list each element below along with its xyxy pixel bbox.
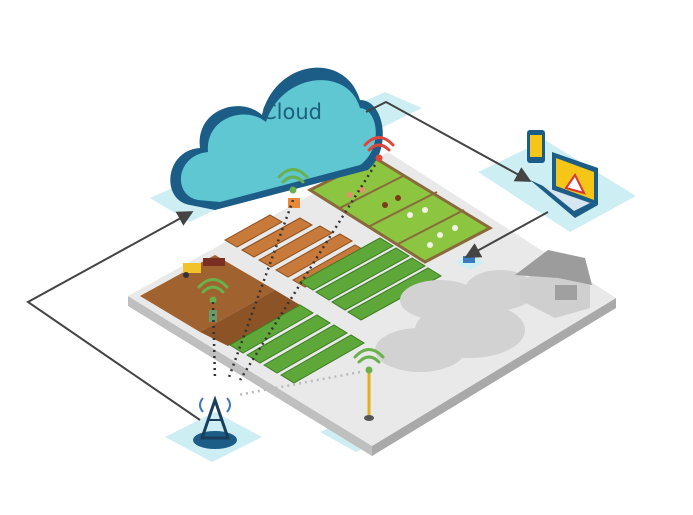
orchard-trees [375, 270, 535, 372]
arrow-device-to-field [464, 211, 549, 258]
wifi-icon-green [277, 168, 309, 194]
laptop-icon [530, 152, 598, 218]
irrigation-sensor [288, 198, 300, 208]
pasture-pens [306, 156, 494, 264]
arrow-tower-to-cloud [26, 211, 201, 421]
soil-field-2 [200, 290, 300, 346]
wifi-icon-red [363, 136, 395, 162]
warning-icon [564, 173, 586, 195]
livestock [347, 187, 458, 248]
wifi-icon-field [197, 278, 229, 304]
drone-tractor-icon [455, 254, 485, 270]
barn [515, 250, 592, 318]
cell-tower-icon [193, 395, 237, 449]
sensor-pole [364, 372, 374, 421]
tractor-icon [183, 258, 225, 278]
soil-field [140, 255, 275, 332]
phone-icon [527, 130, 545, 163]
cloud-label: Cloud [262, 100, 322, 124]
arrow-cloud-to-device [365, 100, 532, 182]
data-links [211, 164, 377, 397]
wifi-icon-sensor [353, 348, 385, 374]
cloud-icon [170, 67, 383, 210]
